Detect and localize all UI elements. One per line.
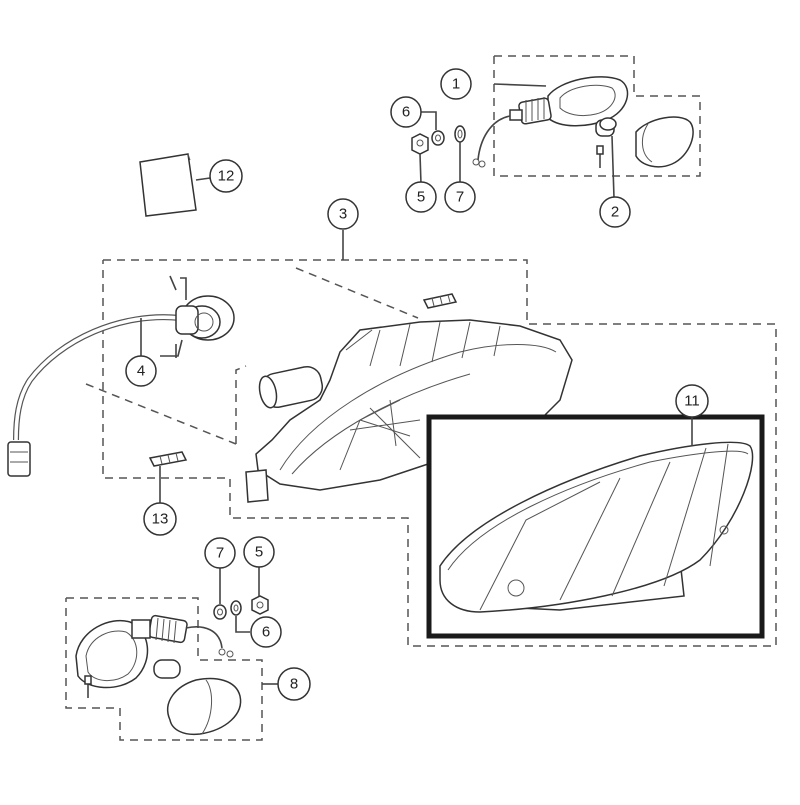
callout-4: 4 (125, 355, 157, 387)
svg-text:8: 8 (290, 676, 298, 693)
leader-6-bottom (235, 616, 250, 633)
group-outline-3 (102, 259, 777, 647)
svg-text:5: 5 (417, 189, 425, 206)
callout-5-top: 5 (405, 181, 437, 213)
part-top-indicator (472, 76, 629, 168)
part-top-hardware (411, 111, 466, 185)
part-bottom-indicator (75, 614, 278, 736)
svg-text:13: 13 (152, 511, 169, 528)
svg-text:12: 12 (218, 168, 235, 185)
svg-text:11: 11 (684, 393, 700, 410)
part-13-bulb (148, 451, 188, 506)
part-lamp-housing (245, 230, 573, 503)
lens-highlight-panel (426, 414, 765, 639)
part-top-bulb-and-lens (595, 116, 694, 199)
part-label-sticker (139, 153, 211, 217)
callout-13: 13 (143, 502, 177, 536)
axis-line-lower (85, 383, 237, 445)
callout-7-top: 7 (444, 181, 476, 213)
part-socket-harness (7, 275, 235, 477)
leader-2 (611, 135, 615, 199)
callout-5-bottom: 5 (243, 536, 275, 568)
group-outline-8 (65, 597, 263, 741)
callout-7-bottom: 7 (204, 537, 236, 569)
group-outline-1 (493, 55, 701, 177)
dashed-group-outlines (65, 55, 777, 741)
svg-text:3: 3 (339, 206, 347, 223)
part-bottom-hardware (213, 566, 269, 633)
callout-3: 3 (327, 198, 359, 230)
svg-text:6: 6 (402, 104, 410, 121)
svg-text:7: 7 (456, 189, 464, 206)
callout-12: 12 (209, 159, 243, 193)
axis-line-upper (295, 267, 419, 319)
leader-1 (493, 83, 547, 87)
svg-text:4: 4 (137, 363, 145, 380)
callout-11: 11 (675, 384, 709, 418)
callout-6-top: 6 (390, 96, 422, 128)
svg-text:6: 6 (262, 624, 270, 641)
callout-2: 2 (599, 196, 631, 228)
part-upper-bulb (422, 293, 458, 309)
svg-text:2: 2 (611, 204, 619, 221)
leader-6-top (420, 111, 437, 130)
callout-8: 8 (277, 667, 311, 701)
svg-text:7: 7 (216, 545, 224, 562)
leader-5-top (419, 153, 422, 185)
axis-line-bracket (235, 365, 247, 444)
svg-text:5: 5 (255, 544, 263, 561)
callout-1: 1 (440, 68, 472, 100)
callout-6-bottom: 6 (250, 616, 282, 648)
svg-text:1: 1 (452, 76, 460, 93)
